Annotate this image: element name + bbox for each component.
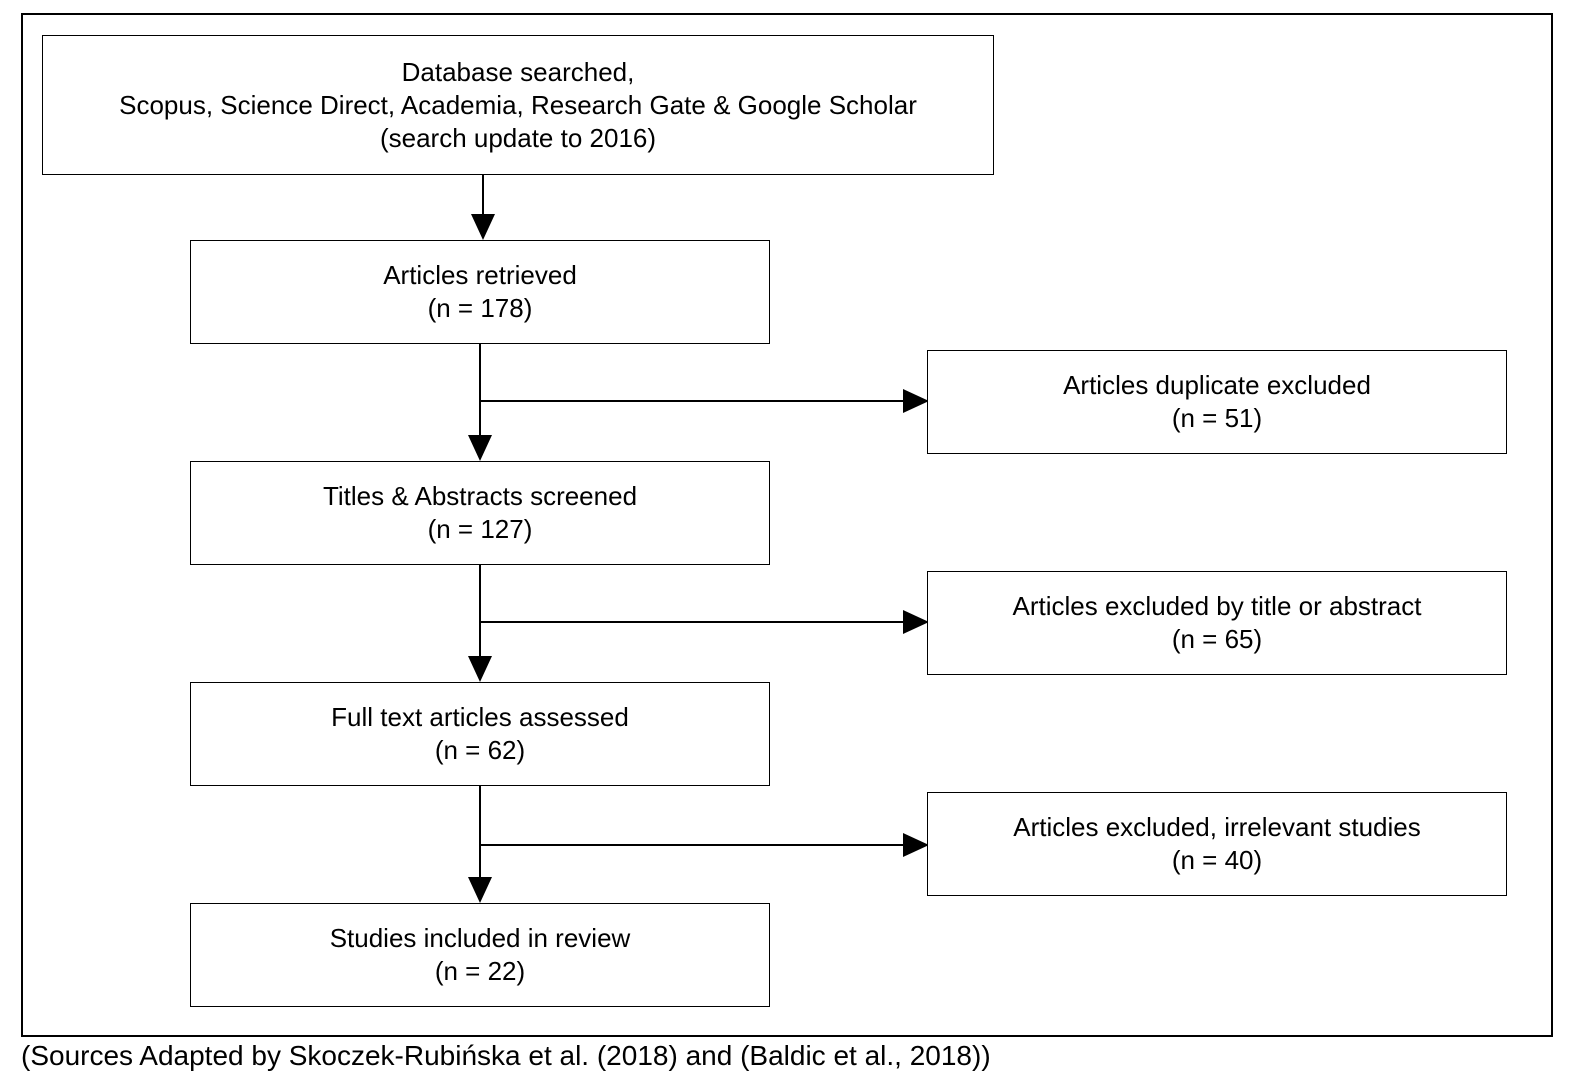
arrowhead-database-to-retrieved <box>471 214 495 240</box>
arrowhead-to-excluded-irrelevant <box>903 833 929 857</box>
database-line-1: Database searched, <box>401 56 635 87</box>
full-text-assessed-label: Full text articles assessed <box>331 702 629 732</box>
studies-included-box: Studies included in review (n = 22) <box>190 903 770 1007</box>
excluded-irrelevant-count: (n = 40) <box>1171 845 1263 875</box>
arrowhead-retrieved-to-screened <box>468 435 492 461</box>
titles-abstracts-screened-box: Titles & Abstracts screened (n = 127) <box>190 461 770 565</box>
studies-included-label: Studies included in review <box>329 923 631 953</box>
source-caption: (Sources Adapted by Skoczek-Rubińska et … <box>21 1040 991 1071</box>
duplicate-excluded-count: (n = 51) <box>1171 403 1263 433</box>
arrowhead-screened-to-full-text <box>468 656 492 682</box>
database-line-2: Scopus, Science Direct, Academia, Resear… <box>119 89 917 120</box>
database-searched-box: Database searched, Scopus, Science Direc… <box>42 35 994 175</box>
full-text-assessed-box: Full text articles assessed (n = 62) <box>190 682 770 786</box>
arrowhead-to-duplicate <box>903 389 929 413</box>
database-line-3: (search update to 2016) <box>379 122 657 153</box>
excluded-by-title-box: Articles excluded by title or abstract (… <box>927 571 1507 675</box>
excluded-by-title-count: (n = 65) <box>1171 624 1263 654</box>
excluded-irrelevant-box: Articles excluded, irrelevant studies (n… <box>927 792 1507 896</box>
titles-abstracts-screened-count: (n = 127) <box>427 514 533 544</box>
diagram-frame <box>21 13 1553 1037</box>
excluded-by-title-label: Articles excluded by title or abstract <box>1012 591 1422 621</box>
articles-retrieved-label: Articles retrieved <box>383 260 577 290</box>
articles-retrieved-count: (n = 178) <box>427 293 533 323</box>
arrowhead-full-text-to-included <box>468 877 492 903</box>
studies-included-count: (n = 22) <box>434 956 526 986</box>
full-text-assessed-count: (n = 62) <box>434 735 526 765</box>
arrowhead-to-excluded-title <box>903 610 929 634</box>
articles-retrieved-box: Articles retrieved (n = 178) <box>190 240 770 344</box>
titles-abstracts-screened-label: Titles & Abstracts screened <box>322 481 638 511</box>
duplicate-excluded-label: Articles duplicate excluded <box>1063 370 1371 400</box>
excluded-irrelevant-label: Articles excluded, irrelevant studies <box>1013 812 1421 842</box>
duplicate-excluded-box: Articles duplicate excluded (n = 51) <box>927 350 1507 454</box>
